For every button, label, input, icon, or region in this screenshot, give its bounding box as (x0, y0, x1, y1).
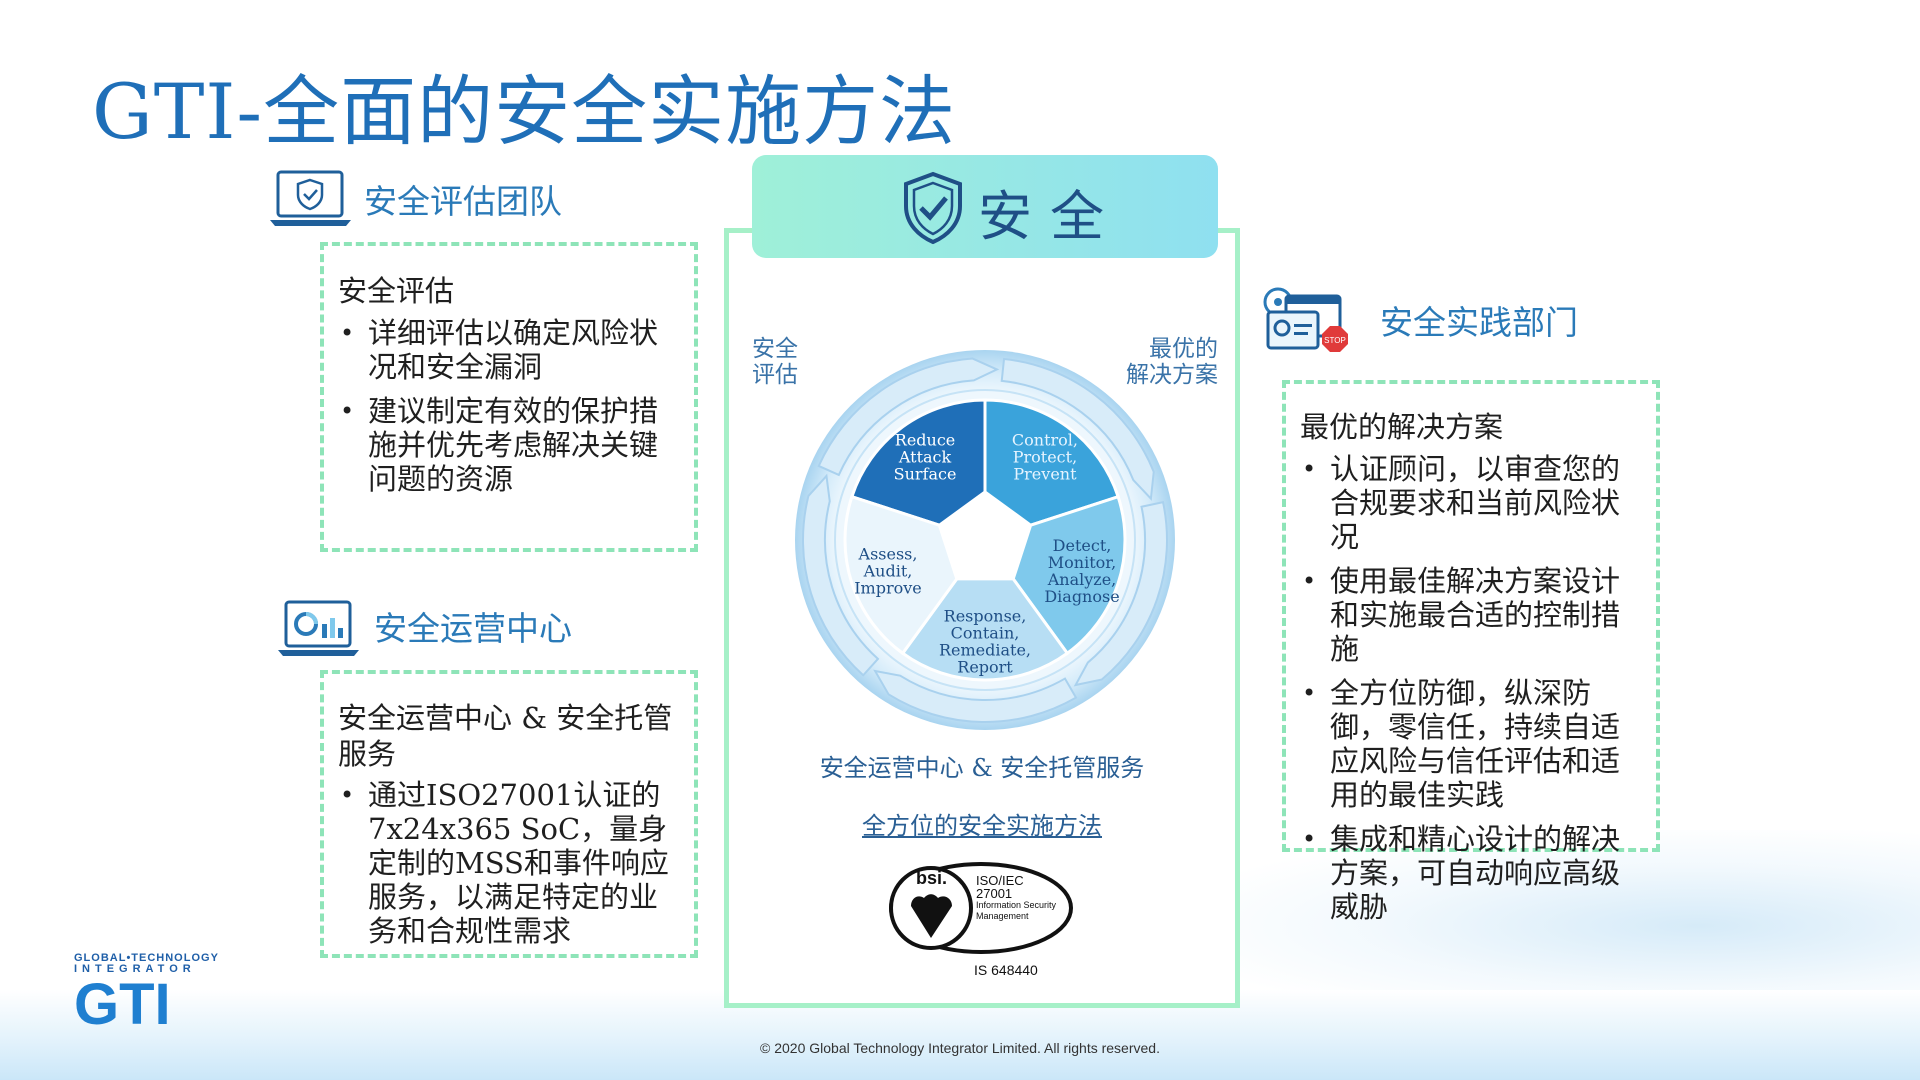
wheel-arrow (802, 473, 880, 677)
center-right-label-line: 解决方案 (1126, 362, 1218, 388)
svg-text:STOP: STOP (1324, 336, 1346, 345)
wheel-arrow (1000, 357, 1155, 501)
list-item: 集成和精心设计的解决方案，可自动响应高级威胁 (1300, 822, 1642, 924)
security-banner (752, 155, 1218, 258)
wheel-segment (843, 494, 959, 656)
cert-line: Management (976, 911, 1029, 921)
copyright-footer: © 2020 Global Technology Integrator Limi… (760, 1040, 1160, 1056)
center-subtitle: 安全运营中心 & 安全托管服务 (819, 754, 1145, 782)
cert-number: IS 648440 (974, 962, 1038, 978)
wheel-segment-label: Contain, (951, 624, 1020, 643)
wheel-arrow (1073, 500, 1168, 687)
security-banner-text: 安全 (978, 185, 1122, 248)
list-item: 全方位防御，纵深防御，零信任，持续自适应风险与信任评估和适用的最佳实践 (1300, 676, 1642, 812)
security-assessment-team-heading: 安全评估团队 (364, 182, 562, 221)
wheel-segment-label: Report (957, 658, 1013, 677)
wheel-segment (983, 398, 1121, 527)
gti-logo: GLOBAL•TECHNOLOGY INTEGRATOR GTI (74, 952, 234, 1042)
laptop-dashboard-icon (276, 598, 361, 662)
iso-certification-mark: bsi. ISO/IEC 27001 Information Security … (886, 862, 1076, 982)
wheel-segment-label: Audit, (863, 562, 913, 581)
wheel-segment-label: Attack (898, 447, 952, 466)
logo-big: GTI (74, 972, 171, 1037)
wheel-segment-label: Surface (894, 464, 957, 483)
wheel-segment-label: Remediate, (939, 641, 1031, 660)
security-practice-heading: 安全实践部门 (1380, 303, 1578, 342)
wheel-segment-label: Protect, (1013, 447, 1077, 466)
wheel-arrow (817, 357, 1000, 477)
wheel-segment-label: Prevent (1013, 464, 1077, 483)
wheel-arrows (802, 357, 1168, 723)
soc-panel: 安全运营中心 & 安全托管服务 通过ISO27001认证的7x24x365 So… (320, 670, 698, 958)
logo-line1: GLOBAL•TECHNOLOGY (74, 952, 219, 964)
wheel-segment-label: Response, (944, 607, 1027, 626)
center-left-label-line: 评估 (752, 362, 798, 388)
wheel-segment-label: Assess, (858, 545, 918, 564)
page-title: GTI-全面的安全实施方法 (92, 67, 957, 156)
cert-line: Information Security (976, 900, 1057, 910)
cert-brand: bsi. (916, 868, 948, 888)
wheel-segment-label: Diagnose (1044, 587, 1119, 606)
solutions-panel: 最优的解决方案 认证顾问，以审查您的合规要求和当前风险状况 使用最佳解决方案设计… (1282, 380, 1660, 924)
settings-stop-icon: STOP (1260, 286, 1360, 362)
cert-line: 27001 (976, 886, 1013, 901)
wheel-segment-label: Analyze, (1047, 570, 1117, 589)
wheel-segment-label: Reduce (895, 430, 956, 449)
list-item: 认证顾问，以审查您的合规要求和当前风险状况 (1300, 452, 1642, 554)
list-item: 建议制定有效的保护措施并优先考虑解决关键问题的资源 (338, 394, 680, 496)
assessment-panel-title: 安全评估 (338, 274, 455, 308)
solutions-panel-title: 最优的解决方案 (1300, 410, 1504, 444)
logo-line2: INTEGRATOR (74, 963, 196, 975)
wheel-segment-label: Detect, (1053, 536, 1112, 555)
soc-heading: 安全运营中心 (374, 609, 572, 648)
wheel-arrow (873, 669, 1078, 723)
wheel-segment (1011, 494, 1127, 656)
wheel-segment-label: Control, (1012, 430, 1078, 449)
wheel-segment-label: Improve (854, 579, 922, 598)
shield-check-icon (898, 170, 968, 246)
wheel-center (938, 491, 1032, 580)
assessment-panel: 安全评估 详细评估以确定风险状况和安全漏洞 建议制定有效的保护措施并优先考虑解决… (320, 242, 698, 552)
center-left-label: 安全 评估 (752, 336, 798, 388)
wheel-segment (900, 577, 1070, 682)
list-item: 通过ISO27001认证的7x24x365 SoC，量身定制的MSS和事件响应服… (338, 778, 680, 948)
soc-panel-title: 安全运营中心 & 安全托管服务 (338, 701, 673, 771)
list-item: 详细评估以确定风险状况和安全漏洞 (338, 316, 680, 384)
wheel-segment (849, 398, 987, 527)
list-item: 使用最佳解决方案设计和实施最合适的控制措施 (1300, 564, 1642, 666)
wheel-segment-label: Monitor, (1048, 553, 1116, 572)
laptop-shield-icon (268, 168, 353, 232)
cert-line: ISO/IEC (976, 873, 1024, 888)
center-left-label-line: 安全 (752, 336, 798, 362)
center-approach-link[interactable]: 全方位的安全实施方法 (862, 812, 1102, 840)
center-right-label-line: 最优的 (1149, 336, 1218, 362)
center-right-label: 最优的 解决方案 (1100, 336, 1218, 388)
cert-text: ISO/IEC 27001 Information Security Manag… (976, 874, 1056, 922)
